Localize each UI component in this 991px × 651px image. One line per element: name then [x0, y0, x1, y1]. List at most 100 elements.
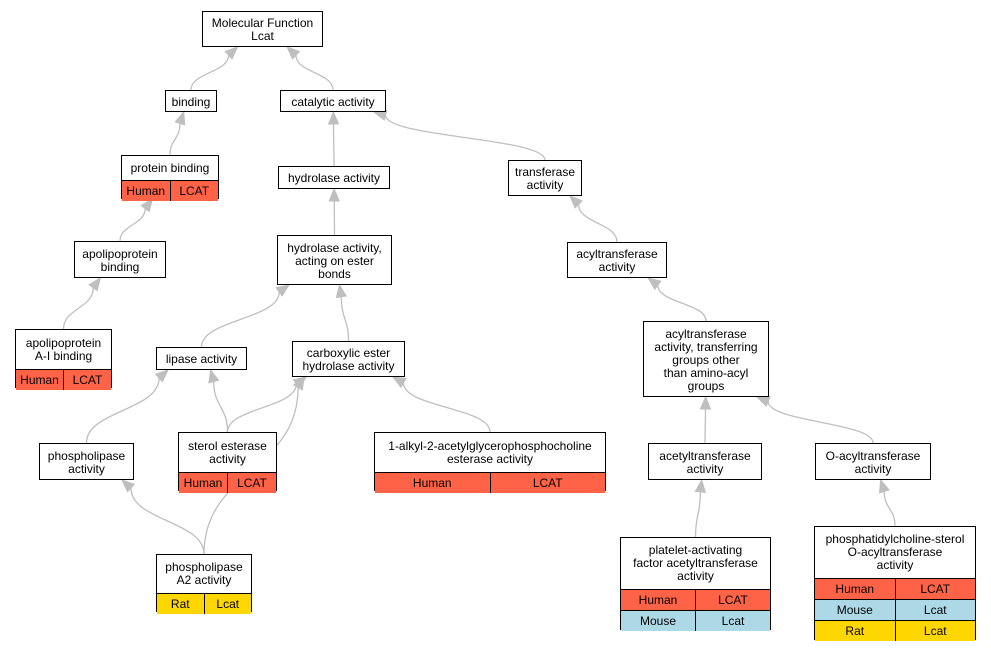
node-sterol-esterase-activity[interactable]: sterol esterase activity Human LCAT — [178, 432, 277, 493]
gene-cell: LCAT — [894, 579, 975, 599]
node-label: 1-alkyl-2-acetylglycerophosphocholine es… — [388, 438, 592, 466]
node-catalytic-activity[interactable]: catalytic activity — [280, 90, 386, 112]
arrowhead-hyd-to-cat — [327, 110, 340, 125]
gene-cell: LCAT — [169, 181, 218, 201]
species-cell: Human — [621, 590, 695, 610]
annotation-row: Human LCAT — [122, 180, 218, 201]
node-label: hydrolase activity — [287, 171, 381, 185]
arrowhead-pcs-to-oacyl — [878, 478, 890, 494]
node-platelet-activating-factor-acetyltransferase[interactable]: platelet-activating factor acetyltransfe… — [620, 537, 771, 631]
node-phospholipase-a2-activity[interactable]: phospholipase A2 activity Rat Lcat — [156, 554, 252, 614]
node-label: acyltransferase activity, transferring g… — [654, 326, 758, 393]
arrowhead-acet-to-acylother — [699, 395, 712, 410]
edge-apoa-to-apob — [62, 287, 94, 330]
node-label: Molecular Function Lcat — [211, 16, 314, 43]
gene-cell: LCAT — [489, 473, 605, 493]
edge-bind-to-mf — [190, 55, 230, 91]
edge-hyd-to-cat — [332, 123, 335, 167]
annotation-row: Mouse Lcat — [621, 610, 770, 631]
annotation-row: Rat Lcat — [157, 593, 251, 614]
node-label: O-acyltransferase activity — [825, 448, 921, 476]
node-hydrolase-activity[interactable]: hydrolase activity — [278, 166, 390, 189]
species-cell: Human — [179, 473, 227, 493]
gene-cell: Lcat — [695, 611, 770, 631]
node-label: carboxylic ester hydrolase activity — [302, 346, 395, 373]
node-phosphatidylcholine-sterol-o-acyltransferase[interactable]: phosphatidylcholine-sterol O-acyltransfe… — [814, 526, 976, 641]
node-hydrolase-ester-bonds[interactable]: hydrolase activity, acting on ester bond… — [277, 235, 392, 285]
node-molecular-function[interactable]: Molecular Function Lcat — [202, 11, 323, 47]
species-cell: Human — [375, 473, 490, 493]
node-label: phospholipase activity — [47, 448, 126, 476]
arrowhead-sterol-to-lip — [208, 368, 220, 384]
arrowhead-alkyl-to-carb — [391, 376, 407, 389]
edge-acylother-to-acyl — [657, 285, 707, 322]
node-label: lipase activity — [165, 352, 238, 366]
annotation-row: Mouse Lcat — [815, 599, 975, 620]
gene-cell: Lcat — [203, 594, 251, 614]
node-acyltransferase-activity[interactable]: acyltransferase activity — [567, 242, 667, 278]
node-acyltransferase-other-groups[interactable]: acyltransferase activity, transferring g… — [643, 321, 769, 397]
gene-cell: LCAT — [227, 473, 276, 493]
gene-cell: Lcat — [894, 600, 975, 620]
arrowhead-acyl-to-trans — [569, 195, 583, 209]
gene-cell: LCAT — [695, 590, 770, 610]
node-alkyl-acetylglycerophosphocholine-esterase[interactable]: 1-alkyl-2-acetylglycerophosphocholine es… — [374, 432, 606, 493]
arrowhead-pla2-to-phos — [121, 479, 136, 493]
arrowhead-apob-to-prot — [140, 197, 154, 213]
species-cell: Mouse — [621, 611, 695, 631]
arrowhead-pla2-to-carb — [292, 375, 305, 391]
edge-pla2-to-phos — [130, 488, 205, 555]
node-label: phospholipase A2 activity — [165, 560, 243, 587]
edge-cat-to-mf — [295, 55, 334, 91]
node-lipase-activity[interactable]: lipase activity — [156, 347, 247, 370]
edge-pcs-to-oacyl — [883, 491, 896, 527]
node-apolipoprotein-binding[interactable]: apolipoprotein binding — [74, 241, 166, 278]
node-transferase-activity[interactable]: transferase activity — [508, 160, 582, 196]
edge-trans-to-cat — [384, 115, 546, 161]
node-label: platelet-activating factor acetyltransfe… — [633, 543, 758, 583]
annotation-row: Human LCAT — [16, 369, 111, 390]
species-cell: Mouse — [815, 600, 895, 620]
gene-cell: Lcat — [894, 621, 975, 641]
node-label: catalytic activity — [291, 94, 375, 109]
species-cell: Human — [815, 579, 895, 599]
edge-carb-to-hydester — [340, 296, 350, 342]
node-label: binding — [171, 94, 211, 109]
node-acetyltransferase-activity[interactable]: acetyltransferase activity — [648, 443, 762, 480]
node-binding[interactable]: binding — [165, 90, 217, 112]
node-label: phosphatidylcholine-sterol O-acyltransfe… — [825, 532, 965, 572]
annotation-row: Human LCAT — [815, 578, 975, 599]
node-carboxylic-ester-hydrolase[interactable]: carboxylic ester hydrolase activity — [292, 341, 405, 377]
edge-paf-to-acet — [694, 491, 702, 538]
node-phospholipase-activity[interactable]: phospholipase activity — [39, 443, 134, 480]
annotation-row: Human LCAT — [621, 589, 770, 610]
edge-sterol-to-carb — [226, 383, 297, 433]
node-apolipoprotein-a1-binding[interactable]: apolipoprotein A-I binding Human LCAT — [15, 329, 112, 390]
annotation-row: Human LCAT — [179, 472, 276, 493]
species-cell: Human — [16, 370, 63, 390]
species-cell: Rat — [157, 594, 204, 614]
node-label: hydrolase activity, acting on ester bond… — [287, 240, 382, 281]
annotation-row: Human LCAT — [375, 472, 605, 493]
edge-oacyl-to-acylother — [767, 401, 874, 444]
arrowhead-apoa-to-apob — [88, 276, 101, 292]
node-label: sterol esterase activity — [188, 438, 267, 466]
arrowhead-carb-to-hydester — [335, 283, 348, 299]
edge-phos-to-lip — [85, 377, 160, 444]
edge-acyl-to-trans — [577, 204, 618, 243]
node-label: acyltransferase activity — [576, 247, 658, 274]
arrowhead-bind-to-mf — [224, 46, 239, 60]
edge-lip-to-hydester — [200, 291, 280, 348]
species-cell: Rat — [815, 621, 895, 641]
arrowhead-lip-to-hydester — [275, 284, 291, 297]
node-protein-binding[interactable]: protein binding Human LCAT — [121, 155, 219, 201]
annotation-row: Rat Lcat — [815, 620, 975, 641]
node-label: acetyltransferase activity — [659, 448, 751, 476]
node-label: protein binding — [130, 160, 210, 175]
node-o-acyltransferase-activity[interactable]: O-acyltransferase activity — [815, 443, 931, 480]
node-label: apolipoprotein A-I binding — [25, 335, 102, 363]
node-label: transferase activity — [514, 165, 576, 192]
arrowhead-prot-to-bind — [174, 110, 186, 126]
